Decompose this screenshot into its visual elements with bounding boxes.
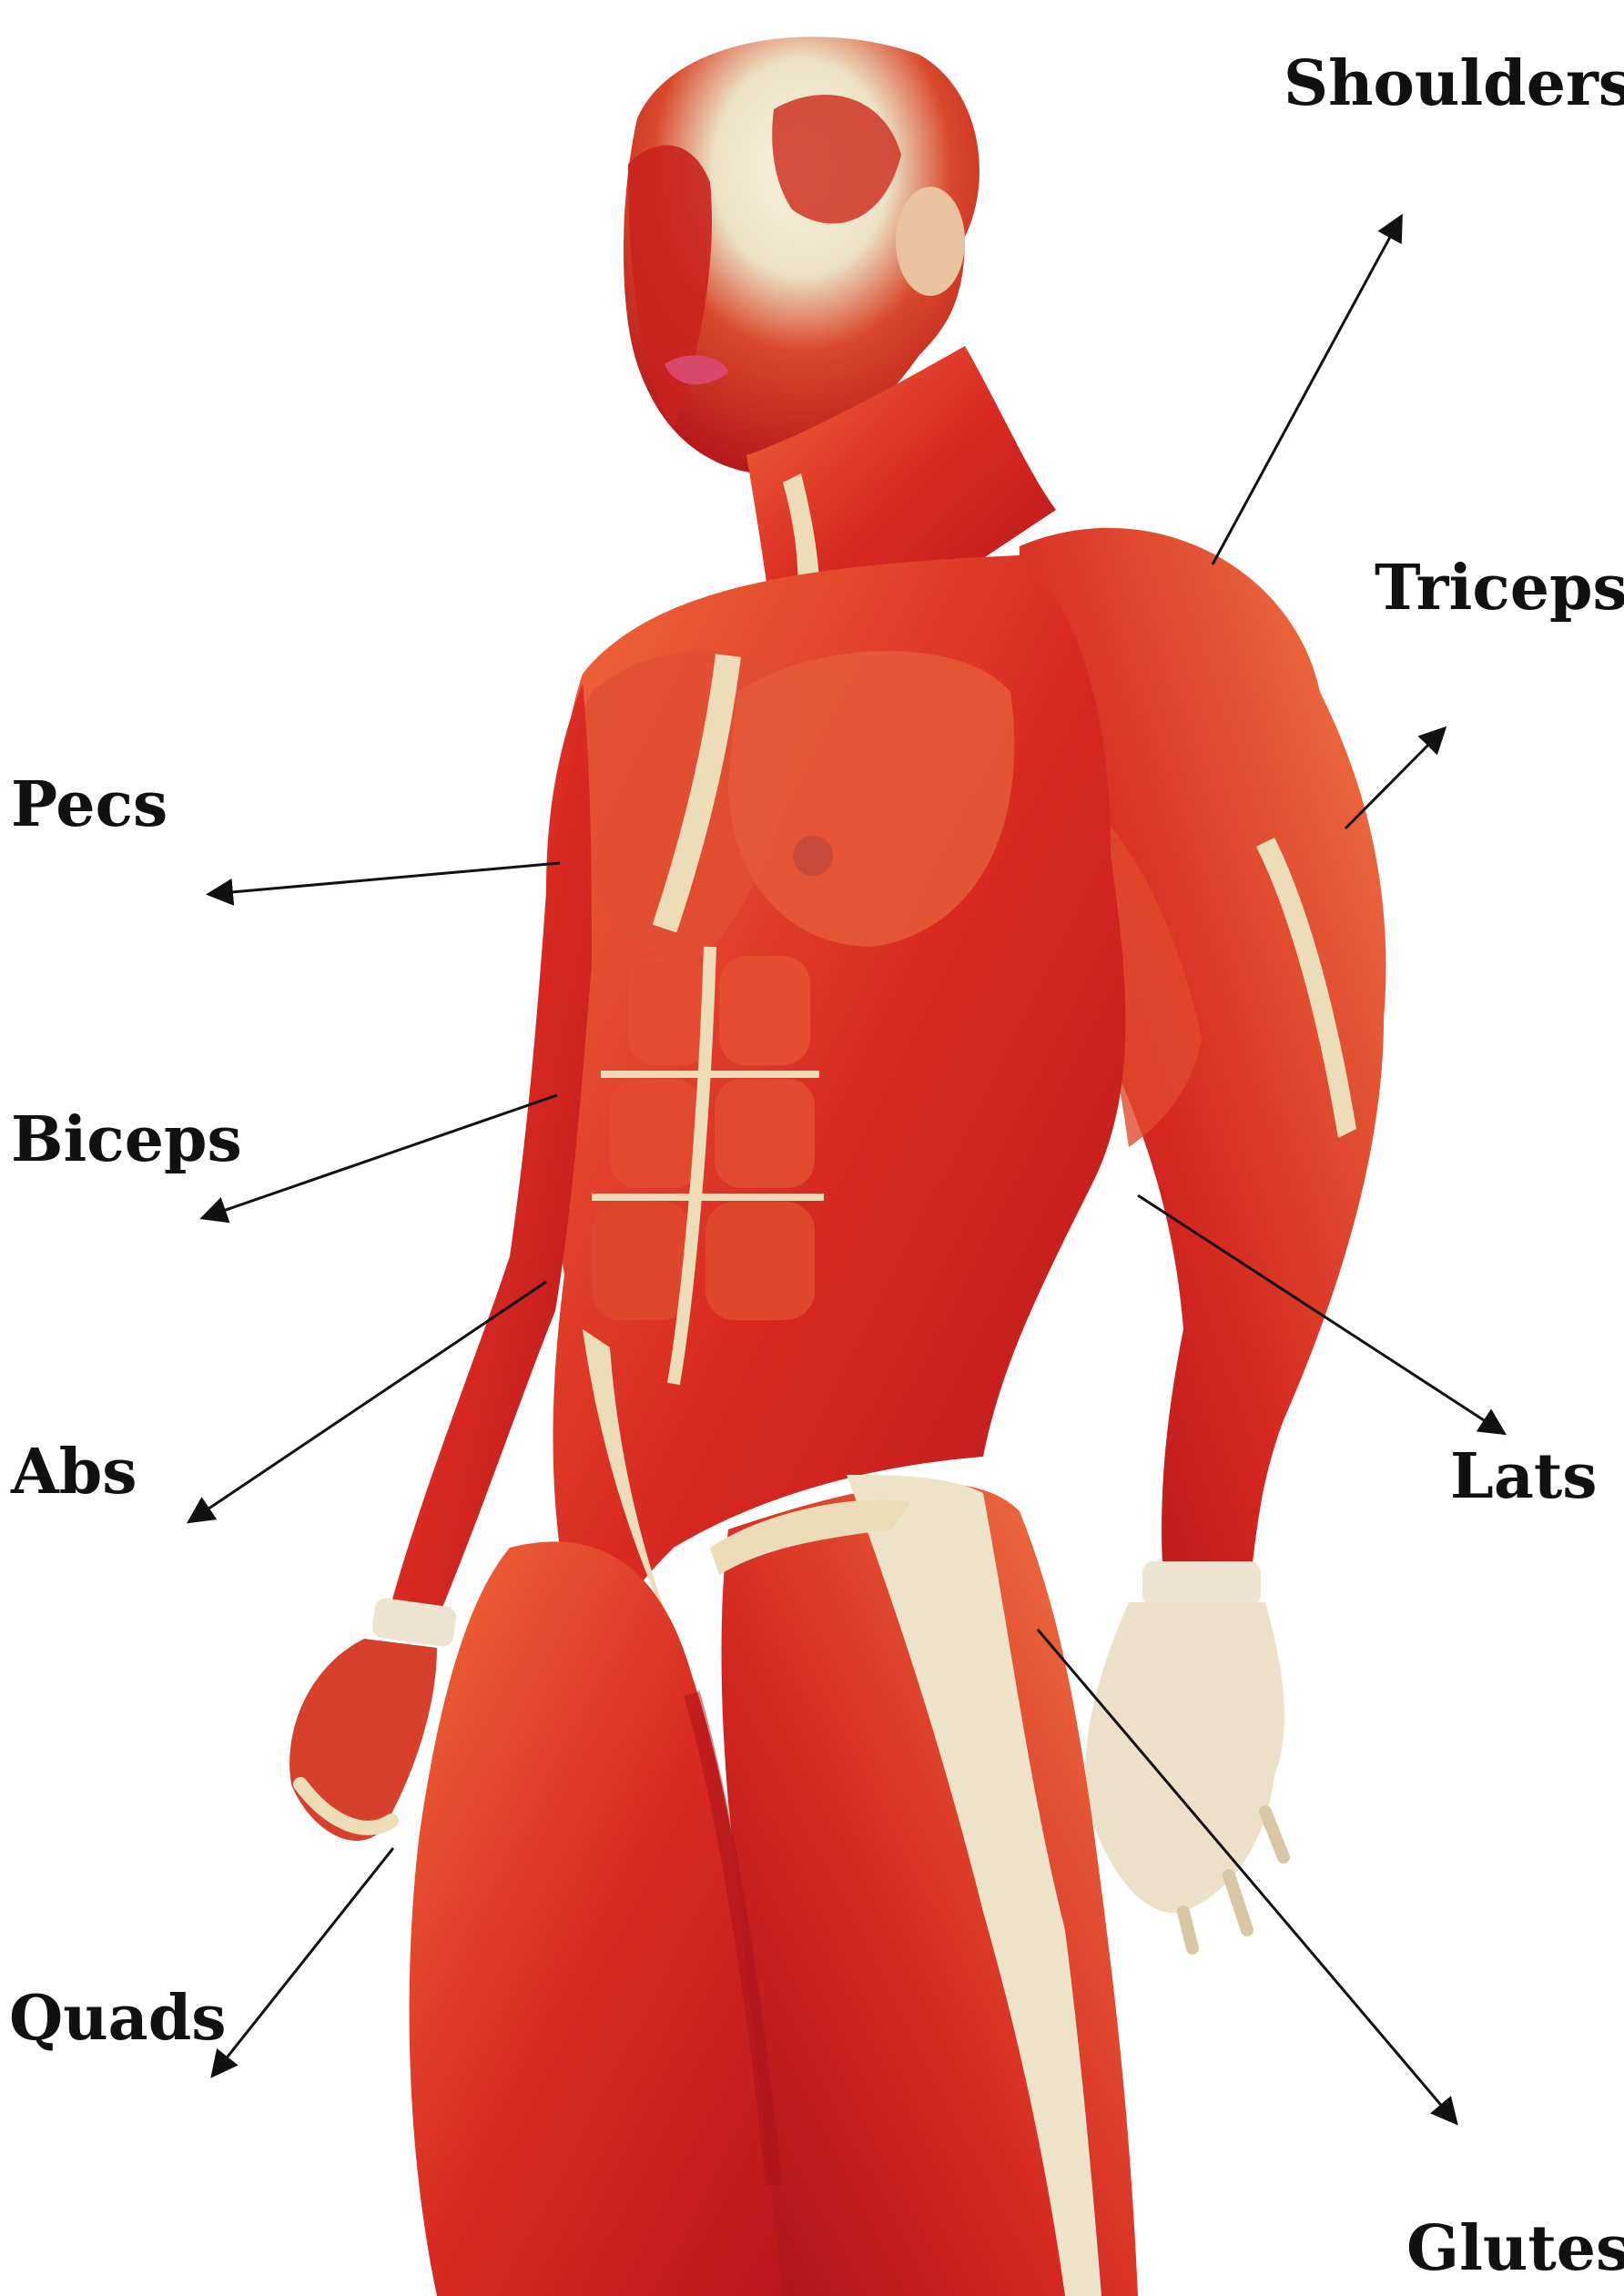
torso [551,555,1126,1693]
abdominals [583,946,824,1675]
arrow-abs [187,1280,547,1524]
arrow-triceps [1344,726,1447,830]
label-pecs: Pecs [11,768,168,841]
head [624,36,979,474]
arrow-quads [210,1847,395,2078]
label-quads: Quads [9,1982,227,2055]
arrow-biceps [199,1093,558,1224]
legs [409,1475,1138,2296]
left-arm [289,683,592,1841]
annotation-arrows [187,213,1507,2126]
label-triceps: Triceps [1375,552,1624,625]
label-lats: Lats [1450,1440,1598,1513]
arrow-pecs [206,861,561,906]
label-abs: Abs [11,1436,137,1509]
label-glutes: Glutes [1406,2212,1624,2285]
arrow-lats [1137,1194,1507,1436]
arrow-shoulders [1211,213,1403,565]
arrow-glutes [1036,1629,1458,2126]
label-shoulders: Shoulders [1284,47,1624,120]
label-biceps: Biceps [11,1103,242,1176]
